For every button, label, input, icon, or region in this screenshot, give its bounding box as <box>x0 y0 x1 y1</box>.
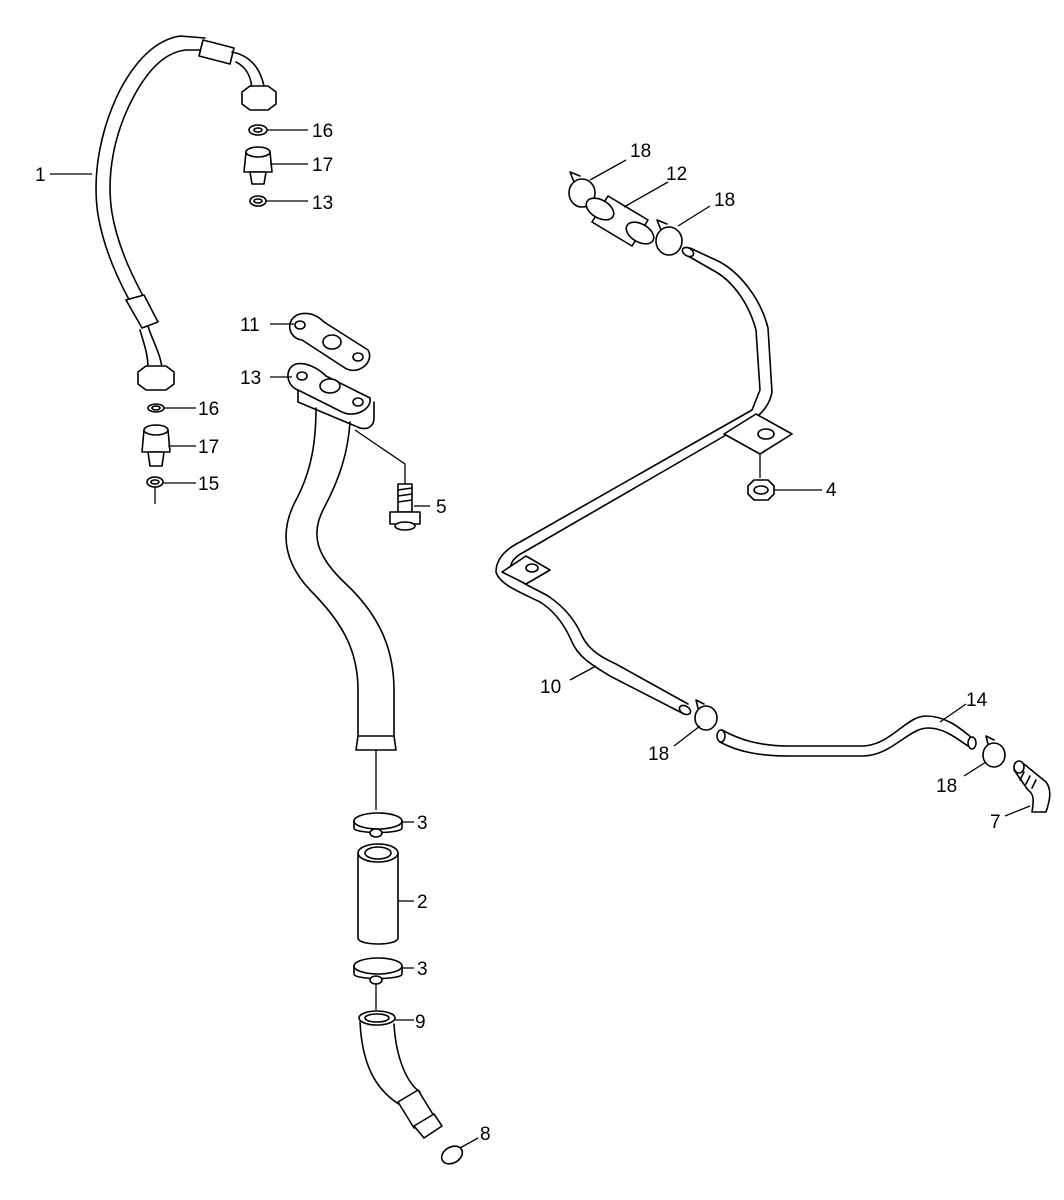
callout-18-right: 18 <box>936 776 957 797</box>
callout-16-lower: 16 <box>198 399 219 420</box>
hose-12 <box>585 195 655 247</box>
callout-4: 4 <box>826 480 837 501</box>
callout-11: 11 <box>240 315 260 336</box>
washer-15 <box>146 476 164 504</box>
clamp-18-top-right <box>655 219 683 256</box>
callout-labels: 1 16 17 13 11 13 16 17 15 5 3 2 3 9 8 18… <box>35 121 1001 1145</box>
oil-feed-hose <box>95 35 277 391</box>
callout-3-upper: 3 <box>417 813 428 834</box>
callout-2: 2 <box>417 892 428 913</box>
nut-4 <box>747 479 775 501</box>
callout-14: 14 <box>966 690 988 711</box>
washer-13-top <box>249 195 267 207</box>
callout-15: 15 <box>198 474 219 495</box>
elbow-9 <box>358 1010 443 1139</box>
callout-5: 5 <box>436 497 447 518</box>
oil-return-flange-13 <box>287 362 375 430</box>
callout-13-top: 13 <box>312 193 333 214</box>
washer-16-top <box>248 124 268 136</box>
rubber-hose-2 <box>357 843 399 945</box>
bracket-upper <box>723 413 793 478</box>
breather-pipe-10 <box>495 246 773 716</box>
banjo-bolt-17-top <box>243 146 273 185</box>
callout-8: 8 <box>480 1124 491 1145</box>
callout-18-middle: 18 <box>648 744 669 765</box>
clamp-18-right <box>982 735 1006 768</box>
bolt-5 <box>354 429 421 531</box>
callout-13-flange: 13 <box>240 368 261 389</box>
callout-9: 9 <box>415 1012 426 1033</box>
clamp-18-middle <box>694 699 718 731</box>
gasket-11 <box>288 312 371 372</box>
washer-16-lower <box>147 403 165 413</box>
breather-hose-14 <box>716 715 977 757</box>
oil-return-tube <box>285 407 397 810</box>
callout-10: 10 <box>540 677 561 698</box>
leader-lines <box>50 129 1031 1149</box>
callout-12: 12 <box>666 164 687 185</box>
callout-17-lower: 17 <box>198 437 219 458</box>
bracket-lower <box>501 555 551 585</box>
callout-1: 1 <box>35 165 46 186</box>
callout-7: 7 <box>990 812 1001 833</box>
callout-18-top-left: 18 <box>630 141 651 162</box>
o-ring-8 <box>440 1145 464 1165</box>
banjo-bolt-17-lower <box>141 424 171 467</box>
callout-16-top: 16 <box>312 121 333 142</box>
clamp-3-upper <box>353 812 403 838</box>
clamp-3-lower <box>353 957 403 1010</box>
callout-17-top: 17 <box>312 155 333 176</box>
callout-18-top-right: 18 <box>714 190 735 211</box>
callout-3-lower: 3 <box>417 959 428 980</box>
elbow-7 <box>1013 760 1051 813</box>
